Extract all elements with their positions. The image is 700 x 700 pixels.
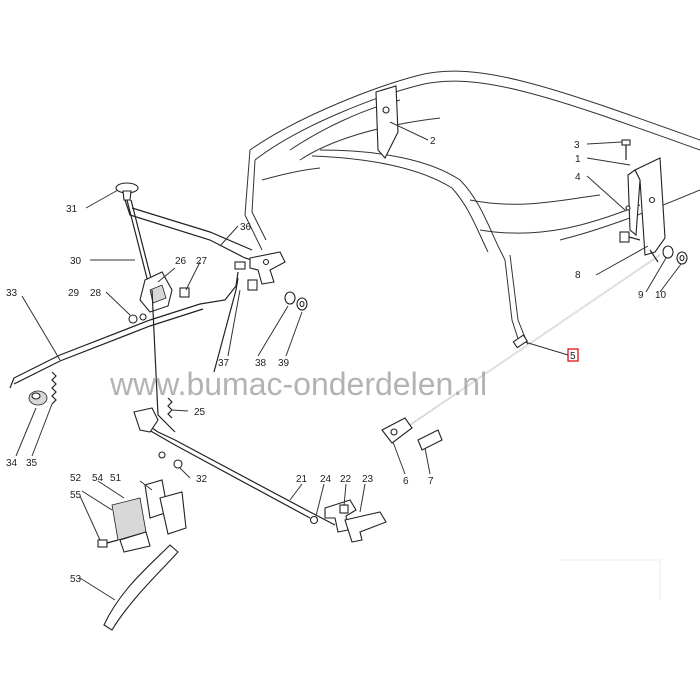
label-25: 25 bbox=[194, 407, 206, 418]
label-31: 31 bbox=[66, 204, 78, 215]
part-21-cross-rod bbox=[133, 407, 336, 526]
part-27-bolt bbox=[179, 287, 190, 298]
label-8: 8 bbox=[575, 270, 581, 281]
label-6: 6 bbox=[403, 476, 409, 487]
part-32-nut bbox=[173, 459, 183, 469]
part-1-rear-bracket bbox=[625, 157, 666, 256]
label-38: 38 bbox=[255, 358, 267, 369]
part-36-pivot-bracket bbox=[234, 251, 286, 285]
label-2: 2 bbox=[430, 136, 436, 147]
part-26-bracket bbox=[139, 271, 173, 313]
label-1: 1 bbox=[575, 154, 581, 165]
label-33: 33 bbox=[6, 288, 18, 299]
part-9-washer bbox=[662, 245, 674, 259]
label-27: 27 bbox=[196, 256, 208, 267]
part-55-screw bbox=[97, 539, 119, 548]
part-3-bolt bbox=[621, 139, 631, 160]
part-6-clevis bbox=[381, 417, 413, 444]
label-51: 51 bbox=[110, 473, 122, 484]
part-33-rod bbox=[9, 271, 239, 389]
label-4: 4 bbox=[575, 172, 581, 183]
part-8-bolt bbox=[619, 231, 641, 243]
label-22: 22 bbox=[340, 474, 352, 485]
label-30: 30 bbox=[70, 256, 82, 267]
label-52: 52 bbox=[70, 473, 82, 484]
label-39: 39 bbox=[278, 358, 290, 369]
part-53-handle bbox=[103, 544, 179, 631]
part-5-lift-rod bbox=[409, 249, 661, 426]
label-24: 24 bbox=[320, 474, 332, 485]
mower-deck-outline bbox=[244, 70, 700, 346]
label-21: 21 bbox=[296, 474, 308, 485]
label-5: 5 bbox=[570, 351, 576, 362]
part-22-bolt bbox=[339, 504, 349, 514]
label-3: 3 bbox=[574, 140, 580, 151]
part-34-spring bbox=[51, 371, 57, 405]
part-37-bolt bbox=[247, 279, 258, 291]
label-53: 53 bbox=[70, 574, 82, 585]
part-10-washer bbox=[676, 251, 688, 265]
label-10: 10 bbox=[655, 290, 667, 301]
part-54-block bbox=[111, 497, 151, 553]
label-29: 29 bbox=[68, 288, 80, 299]
part-51-latch bbox=[144, 479, 187, 535]
part-38-washer bbox=[284, 291, 296, 305]
part-31-knob bbox=[115, 182, 139, 201]
label-32: 32 bbox=[196, 474, 208, 485]
highlight-box-5 bbox=[567, 348, 579, 362]
label-54: 54 bbox=[92, 473, 104, 484]
part-2-bracket bbox=[375, 85, 399, 159]
part-39-nut bbox=[296, 297, 308, 311]
label-35: 35 bbox=[26, 458, 38, 469]
label-23: 23 bbox=[362, 474, 374, 485]
label-9: 9 bbox=[638, 290, 644, 301]
part-25-spring bbox=[167, 397, 173, 419]
watermark-text: www.bumac-onderdelen.nl bbox=[109, 366, 487, 402]
part-29-washer bbox=[139, 313, 147, 321]
label-28: 28 bbox=[90, 288, 102, 299]
part-35-bushing bbox=[28, 390, 48, 406]
leader-lines bbox=[15, 121, 682, 601]
label-36: 36 bbox=[240, 222, 252, 233]
label-34: 34 bbox=[6, 458, 18, 469]
part-23-bracket bbox=[344, 511, 387, 543]
part-24-nut bbox=[309, 515, 319, 525]
part-28-nut bbox=[128, 314, 138, 324]
label-26: 26 bbox=[175, 256, 187, 267]
label-37: 37 bbox=[218, 358, 230, 369]
background-rect bbox=[560, 559, 661, 600]
label-55: 55 bbox=[70, 490, 82, 501]
part-37-rod bbox=[151, 277, 239, 433]
label-7: 7 bbox=[428, 476, 434, 487]
part-7-pin bbox=[417, 429, 443, 451]
part-labels: 2 3 1 4 8 9 10 5 6 7 31 30 36 26 27 29 2… bbox=[6, 136, 667, 585]
